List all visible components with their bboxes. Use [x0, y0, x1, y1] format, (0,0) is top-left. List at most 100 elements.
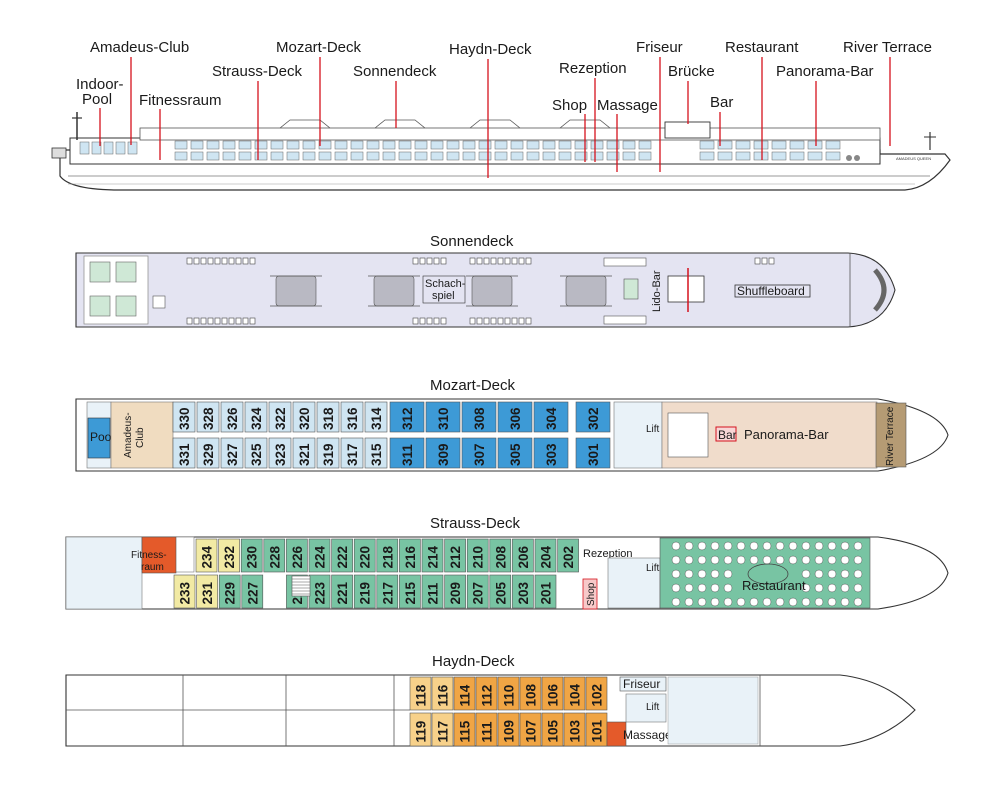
cabin-202 — [557, 538, 579, 573]
label-lido-bar: Lido-Bar — [651, 270, 663, 312]
cabin-328 — [196, 401, 220, 433]
cabin-218 — [376, 538, 399, 573]
callout-restaurant: Restaurant — [725, 39, 799, 56]
cabin-311 — [389, 437, 425, 469]
cabin-number: 308 — [472, 407, 487, 430]
callout-amadeus-club: Amadeus-Club — [90, 39, 189, 56]
label-river-terrace: River Terrace — [885, 406, 896, 466]
callout-rezeption: Rezeption — [559, 60, 627, 77]
cabin-number: 226 — [290, 545, 305, 568]
cabin-number: 209 — [448, 582, 463, 605]
cabin-number: 301 — [586, 443, 601, 466]
cabin-number: 117 — [436, 721, 451, 743]
cabin-201 — [534, 574, 557, 609]
label-shuffleboard: Shuffleboard — [737, 284, 805, 298]
cabin-221 — [331, 574, 353, 609]
cabin-326 — [220, 401, 244, 433]
cabin-234 — [195, 538, 218, 573]
cabin-231 — [196, 574, 218, 609]
cabin-220 — [353, 538, 376, 573]
cabin-number: 222 — [335, 546, 350, 569]
label-amadeus-club-2: Club — [135, 427, 146, 448]
label-pool: Pool — [90, 430, 114, 444]
cabin-320 — [292, 401, 316, 433]
label-schachspiel-1: Schach- — [425, 278, 466, 290]
cabin-number: 317 — [345, 443, 360, 466]
cabin-number: 217 — [380, 582, 395, 605]
cabin-number: 116 — [436, 684, 451, 706]
cabin-number: 103 — [568, 719, 583, 742]
cabin-number: 320 — [297, 407, 312, 430]
cabin-number: 323 — [273, 443, 288, 466]
cabin-number: 224 — [313, 545, 328, 568]
callout-sonnendeck: Sonnendeck — [353, 63, 437, 80]
cabin-108 — [519, 676, 542, 711]
cabin-number: 112 — [480, 685, 495, 707]
cabin-number: 231 — [200, 581, 215, 604]
cabin-319 — [316, 437, 340, 469]
cabin-number: 204 — [539, 545, 554, 568]
cabin-106 — [541, 676, 564, 711]
callout-indoor-pool-2: Pool — [82, 91, 112, 108]
cabin-204 — [534, 538, 557, 573]
cabin-214 — [421, 538, 444, 573]
cabin-number: 234 — [200, 545, 215, 568]
callouts: Amadeus-Club Indoor- Pool Fitnessraum St… — [76, 39, 932, 178]
cabin-number: 228 — [267, 545, 282, 568]
label-rezeption: Rezeption — [583, 548, 633, 560]
cabin-number: 102 — [590, 684, 605, 707]
cabin-number: 108 — [524, 683, 539, 706]
label-lift-haydn: Lift — [646, 702, 660, 713]
label-massage: Massage — [623, 728, 672, 742]
label-friseur: Friseur — [623, 677, 660, 691]
cabin-310 — [425, 401, 461, 433]
cabin-number: 211 — [426, 582, 441, 604]
label-panorama-bar: Panorama-Bar — [744, 427, 829, 442]
cabin-number: 227 — [245, 582, 260, 605]
cabin-230 — [240, 538, 263, 573]
label-shop: Shop — [586, 582, 597, 606]
cabin-number: 330 — [177, 407, 192, 430]
strauss-deck-title: Strauss-Deck — [430, 515, 521, 532]
cabin-322 — [268, 401, 292, 433]
cabin-208 — [489, 538, 512, 573]
sonnendeck-title: Sonnendeck — [430, 233, 514, 250]
cabin-207 — [466, 574, 489, 609]
sonnendeck-plan: Schach- spiel Lido-Bar Shuffleboard — [75, 252, 896, 328]
cabin-number: 329 — [201, 443, 216, 466]
cabin-119 — [409, 712, 432, 747]
cabin-105 — [541, 712, 564, 747]
cabin-318 — [316, 401, 340, 433]
cabin-229 — [218, 574, 241, 609]
cabin-number: 101 — [590, 719, 605, 742]
mozart-deck-title: Mozart-Deck — [430, 377, 516, 394]
cabin-209 — [444, 574, 466, 609]
cabin-226 — [286, 538, 308, 573]
cabin-number: 212 — [448, 546, 463, 569]
cabin-number: 218 — [380, 545, 395, 568]
callout-haydn-deck: Haydn-Deck — [449, 41, 532, 58]
cabin-232 — [218, 538, 240, 573]
label-lift-mozart: Lift — [646, 424, 660, 435]
cabin-number: 203 — [516, 581, 531, 604]
cabin-321 — [292, 437, 316, 469]
cabin-number: 202 — [561, 546, 576, 569]
cabin-number: 230 — [245, 546, 260, 569]
cabin-number: 322 — [273, 407, 288, 430]
cabin-307 — [461, 437, 497, 469]
cabin-number: 314 — [369, 407, 384, 430]
cabin-233 — [173, 574, 196, 609]
cabin-number: 206 — [516, 545, 531, 568]
cabin-number: 315 — [369, 443, 384, 466]
cabin-number: 233 — [178, 581, 193, 604]
cabin-330 — [172, 401, 196, 433]
cabin-107 — [519, 712, 542, 747]
label-bar-mozart: Bar — [718, 428, 737, 442]
cabin-228 — [263, 538, 286, 573]
cabin-number: 220 — [358, 546, 373, 569]
cabin-number: 307 — [472, 443, 487, 466]
cabin-number: 110 — [502, 685, 517, 707]
